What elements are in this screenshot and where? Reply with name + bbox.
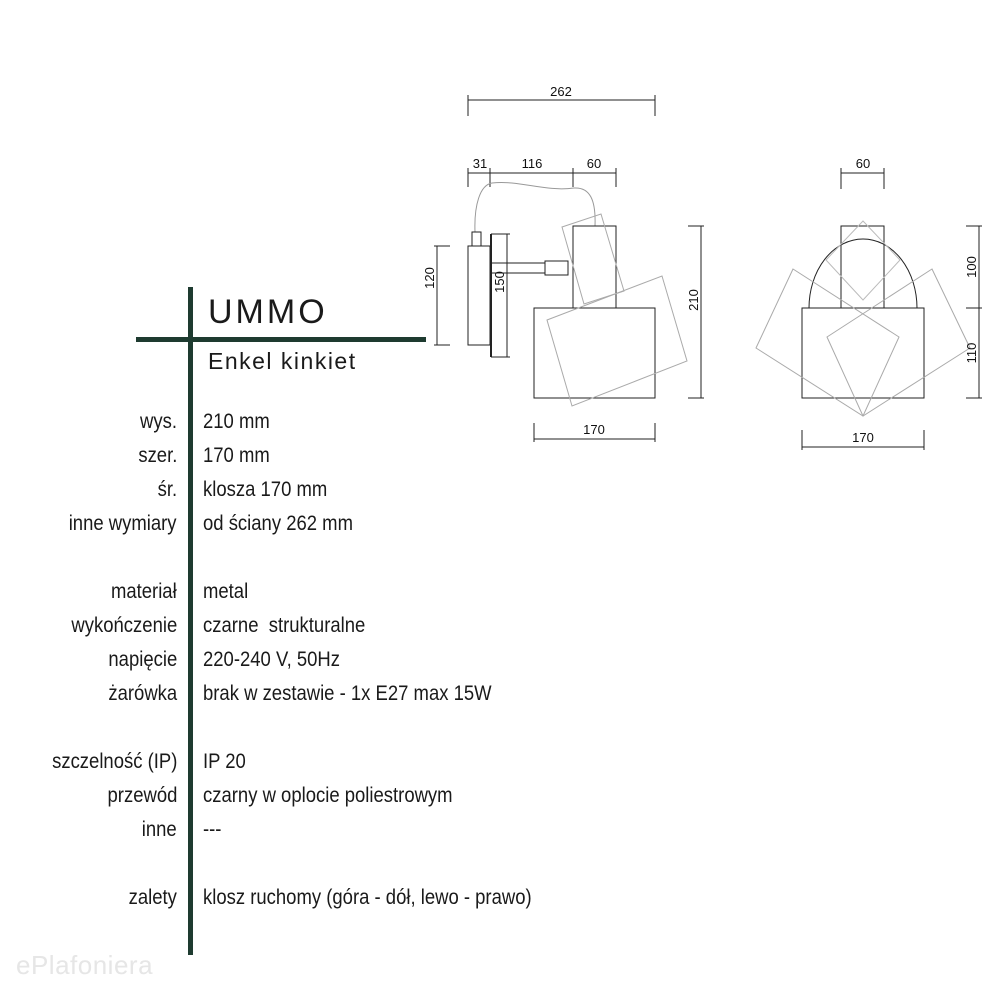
product-name: UMMO xyxy=(208,293,328,331)
dimension-labels: 262 31 116 60 120 150 210 170 60 100 110… xyxy=(422,84,979,445)
spec-label: inne xyxy=(142,818,177,841)
dim-120: 120 xyxy=(422,267,437,289)
divider-horizontal xyxy=(136,337,426,342)
spec-value: metal xyxy=(203,580,249,603)
dim-170-front: 170 xyxy=(852,430,874,445)
spec-value: czarny w oplocie poliestrowym xyxy=(203,784,453,807)
spec-value: 220-240 V, 50Hz xyxy=(203,648,341,671)
spec-row: materiał metal xyxy=(0,577,999,607)
watermark-logo: ePlafoniera xyxy=(16,950,154,980)
dim-150: 150 xyxy=(492,271,507,293)
spec-label: szer. xyxy=(137,444,177,467)
dim-210: 210 xyxy=(686,289,701,311)
dim-31: 31 xyxy=(473,156,487,171)
spec-value: IP 20 xyxy=(203,750,246,773)
spec-row: wys. 210 mm xyxy=(0,407,999,437)
dim-60-side: 60 xyxy=(587,156,601,171)
spec-value: brak w zestawie - 1x E27 max 15W xyxy=(203,682,492,705)
spec-label: inne wymiary xyxy=(69,512,177,535)
spec-value: klosz ruchomy (góra - dół, lewo - prawo) xyxy=(203,886,532,909)
spec-row: żarówka brak w zestawie - 1x E27 max 15W xyxy=(0,679,999,709)
spec-label: materiał xyxy=(111,580,177,603)
spec-row: śr. klosza 170 mm xyxy=(0,475,999,505)
spec-value: klosza 170 mm xyxy=(203,478,328,501)
spec-row: przewód czarny w oplocie poliestrowym xyxy=(0,781,999,811)
product-subtitle: Enkel kinkiet xyxy=(208,348,357,374)
divider-vertical xyxy=(188,287,193,955)
dim-110: 110 xyxy=(964,343,979,364)
spec-label: napięcie xyxy=(108,648,177,671)
spec-row: inne --- xyxy=(0,815,999,845)
side-view xyxy=(434,95,704,442)
spec-label: przewód xyxy=(107,784,177,807)
spec-label: śr. xyxy=(157,478,177,501)
spec-label: szczelność (IP) xyxy=(51,750,177,773)
spec-label: zalety xyxy=(128,886,177,909)
spec-value: 210 mm xyxy=(203,410,270,433)
front-view xyxy=(755,168,982,450)
dim-100: 100 xyxy=(964,256,979,278)
spec-label: żarówka xyxy=(108,682,177,705)
dim-60-front: 60 xyxy=(856,156,870,171)
spec-row: szczelność (IP) IP 20 xyxy=(0,747,999,777)
spec-label: wys. xyxy=(140,410,177,433)
spec-row: napięcie 220-240 V, 50Hz xyxy=(0,645,999,675)
dim-262: 262 xyxy=(550,84,572,99)
dim-170-side: 170 xyxy=(583,422,605,437)
spec-label: wykończenie xyxy=(71,614,177,637)
spec-row: zalety klosz ruchomy (góra - dół, lewo - … xyxy=(0,883,999,913)
spec-row: inne wymiary od ściany 262 mm xyxy=(0,509,999,539)
spec-value: czarne strukturalne xyxy=(203,614,366,637)
spec-row: szer. 170 mm xyxy=(0,441,999,471)
spec-value: --- xyxy=(203,818,222,841)
dim-116: 116 xyxy=(522,156,543,171)
spec-value: od ściany 262 mm xyxy=(203,512,353,535)
spec-row: wykończenie czarne strukturalne xyxy=(0,611,999,641)
spec-value: 170 mm xyxy=(203,444,270,467)
